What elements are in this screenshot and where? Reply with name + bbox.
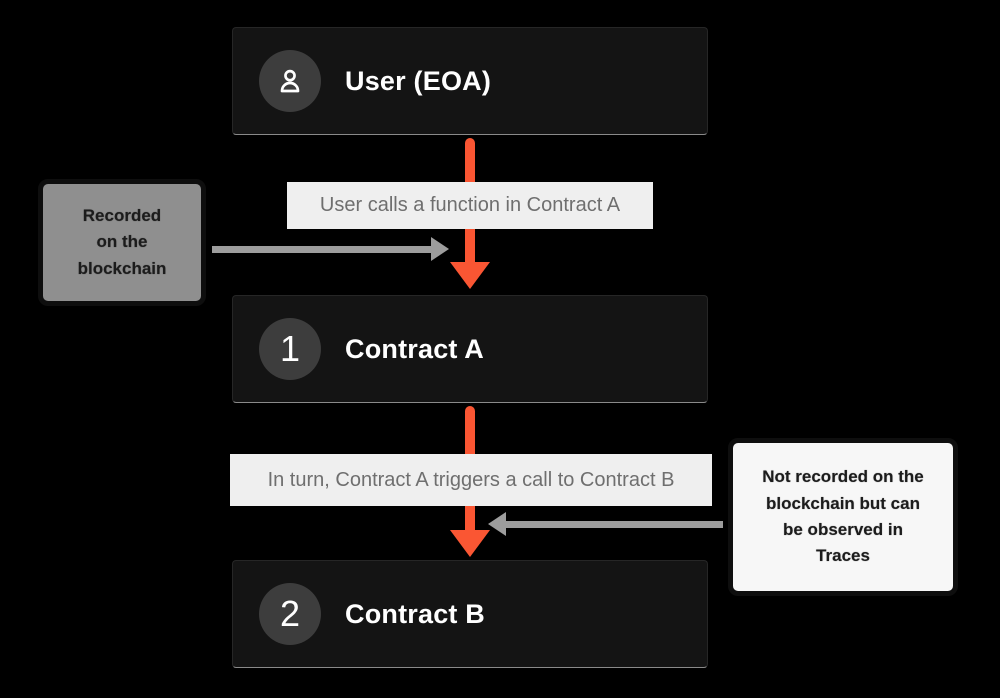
- note-right-arrow-shaft: [506, 521, 723, 528]
- edge-label-user-to-a: User calls a function in Contract A: [287, 182, 653, 229]
- node-contract-a: 1 Contract A: [232, 295, 708, 403]
- contract-b-number-circle: 2: [259, 583, 321, 645]
- note-left-arrow-shaft: [212, 246, 432, 253]
- contract-a-number: 1: [279, 328, 301, 369]
- edge-label-user-to-a-text: User calls a function in Contract A: [319, 194, 621, 216]
- node-user-eoa: User (EOA): [232, 27, 708, 135]
- note-right-text: Not recorded on the blockchain but can b…: [762, 467, 924, 566]
- note-left-text: Recorded on the blockchain: [77, 205, 167, 278]
- contract-a-number-circle: 1: [259, 318, 321, 380]
- note-recorded-on-blockchain: Recorded on the blockchain: [38, 179, 206, 306]
- note-not-recorded-traces: Not recorded on the blockchain but can b…: [728, 438, 958, 596]
- note-left-arrow-head: [431, 237, 449, 261]
- note-right-arrow-head: [488, 512, 506, 536]
- edge-label-a-to-b: In turn, Contract A triggers a call to C…: [230, 454, 712, 506]
- node-contract-b: 2 Contract B: [232, 560, 708, 668]
- node-user-label: User (EOA): [345, 65, 492, 96]
- arrow-a-to-b-head: [450, 530, 490, 557]
- edge-label-a-to-b-text: In turn, Contract A triggers a call to C…: [267, 468, 675, 491]
- node-contract-a-label: Contract A: [345, 333, 485, 364]
- user-icon: [274, 65, 306, 97]
- arrow-user-to-a-head: [450, 262, 490, 289]
- node-contract-b-label: Contract B: [345, 598, 486, 629]
- contract-b-number: 2: [279, 593, 301, 634]
- user-avatar-circle: [259, 50, 321, 112]
